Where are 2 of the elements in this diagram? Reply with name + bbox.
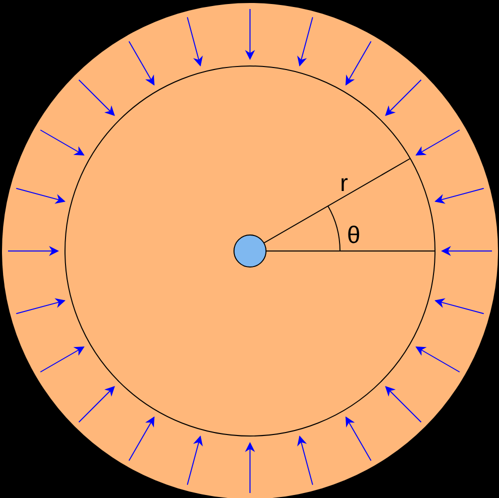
variable-label: r [340,172,348,196]
variable-label: θ [347,224,360,248]
